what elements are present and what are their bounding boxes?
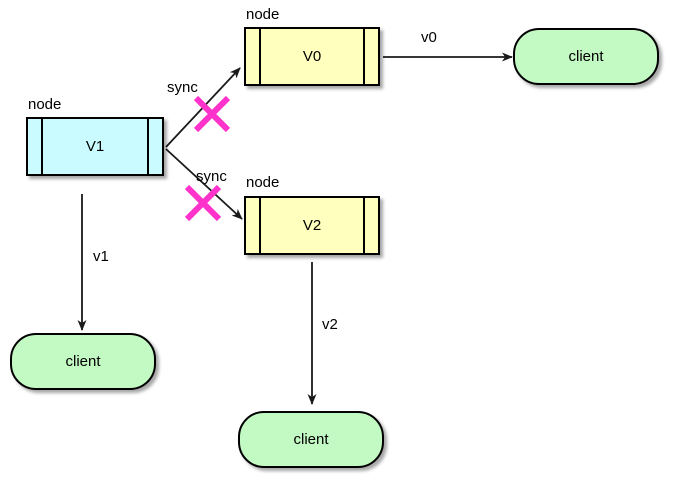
client-label-v0: client bbox=[568, 48, 604, 65]
edge-label-v1: v1 bbox=[93, 248, 109, 265]
sync-blocked-cross-icon-2 bbox=[184, 184, 222, 222]
client-box-v1[interactable]: client bbox=[10, 333, 156, 390]
edge-label-v0: v0 bbox=[421, 29, 437, 46]
node-box-v2[interactable]: V2 bbox=[244, 196, 380, 255]
sync-blocked-cross-icon-1 bbox=[193, 95, 231, 133]
node-caption-v2: node bbox=[246, 174, 280, 191]
edge-label-sync-1: sync bbox=[167, 79, 198, 96]
edge-label-v2: v2 bbox=[322, 316, 338, 333]
node-box-v1[interactable]: V1 bbox=[26, 117, 164, 176]
node-caption-v1: node bbox=[28, 96, 62, 113]
node-rail-left-v0 bbox=[259, 29, 261, 84]
node-rail-right-v2 bbox=[363, 198, 365, 253]
client-label-v2: client bbox=[293, 431, 329, 448]
node-label-v2: V2 bbox=[302, 217, 322, 234]
node-label-v1: V1 bbox=[85, 138, 105, 155]
node-label-v0: V0 bbox=[302, 48, 322, 65]
node-rail-right-v1 bbox=[147, 119, 149, 174]
node-caption-v0: node bbox=[246, 6, 280, 23]
node-box-v0[interactable]: V0 bbox=[244, 27, 380, 86]
edge-v1-to-v2 bbox=[165, 148, 243, 220]
client-label-v1: client bbox=[65, 353, 101, 370]
edge-label-sync-2: sync bbox=[196, 168, 227, 185]
node-rail-left-v1 bbox=[41, 119, 43, 174]
node-rail-right-v0 bbox=[363, 29, 365, 84]
client-box-v0[interactable]: client bbox=[513, 28, 659, 85]
node-rail-left-v2 bbox=[259, 198, 261, 253]
client-box-v2[interactable]: client bbox=[238, 411, 384, 468]
